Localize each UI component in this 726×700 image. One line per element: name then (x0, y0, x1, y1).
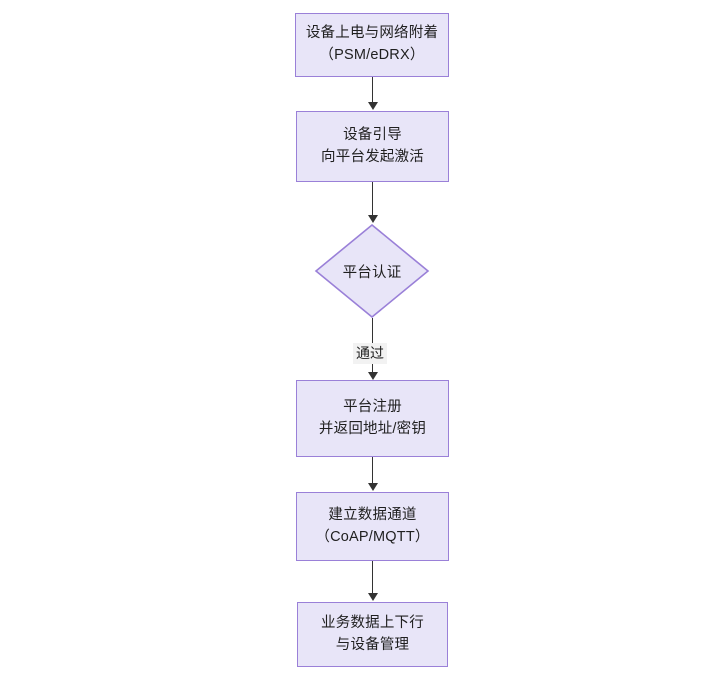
flow-node-auth-decision[interactable]: 平台认证 (314, 223, 430, 319)
flow-edge-1 (372, 77, 373, 103)
flow-edge-4 (372, 457, 373, 484)
flow-node-platform-register-line-2: 并返回地址/密钥 (318, 420, 427, 437)
flow-node-bootstrap-line-2: 向平台发起激活 (321, 148, 424, 165)
flow-node-business-data[interactable]: 业务数据上下行 与设备管理 (297, 602, 448, 667)
flow-node-business-data-line-1: 业务数据上下行 (321, 614, 424, 631)
flow-node-bootstrap[interactable]: 设备引导 向平台发起激活 (296, 111, 449, 182)
flow-node-data-channel[interactable]: 建立数据通道 （CoAP/MQTT） (296, 492, 449, 561)
diamond-outline-icon (314, 223, 430, 319)
flow-edge-2 (372, 182, 373, 216)
flow-node-power-on-line-1: 设备上电与网络附着 (305, 25, 439, 42)
flow-edge-2-arrowhead (367, 215, 378, 223)
flow-node-data-channel-line-2: （CoAP/MQTT） (315, 528, 430, 545)
flow-node-power-on-line-2: （PSM/eDRX） (319, 47, 425, 63)
flow-node-auth-decision-label: 平台认证 (342, 264, 402, 281)
flow-edge-1-arrowhead (367, 102, 378, 110)
flow-edge-5 (372, 561, 373, 594)
flow-node-platform-register-line-1: 平台注册 (343, 398, 402, 415)
flow-node-data-channel-line-1: 建立数据通道 (328, 506, 417, 523)
flow-node-platform-register[interactable]: 平台注册 并返回地址/密钥 (296, 380, 449, 457)
flow-node-power-on[interactable]: 设备上电与网络附着 （PSM/eDRX） (295, 13, 449, 77)
flow-edge-4-arrowhead (367, 483, 378, 491)
flow-node-business-data-line-2: 与设备管理 (335, 636, 410, 653)
flow-edge-3-arrowhead (367, 372, 378, 380)
flow-node-bootstrap-line-1: 设备引导 (343, 126, 402, 143)
flow-edge-5-arrowhead (367, 593, 378, 601)
flow-edge-3-label: 通过 (353, 343, 387, 364)
